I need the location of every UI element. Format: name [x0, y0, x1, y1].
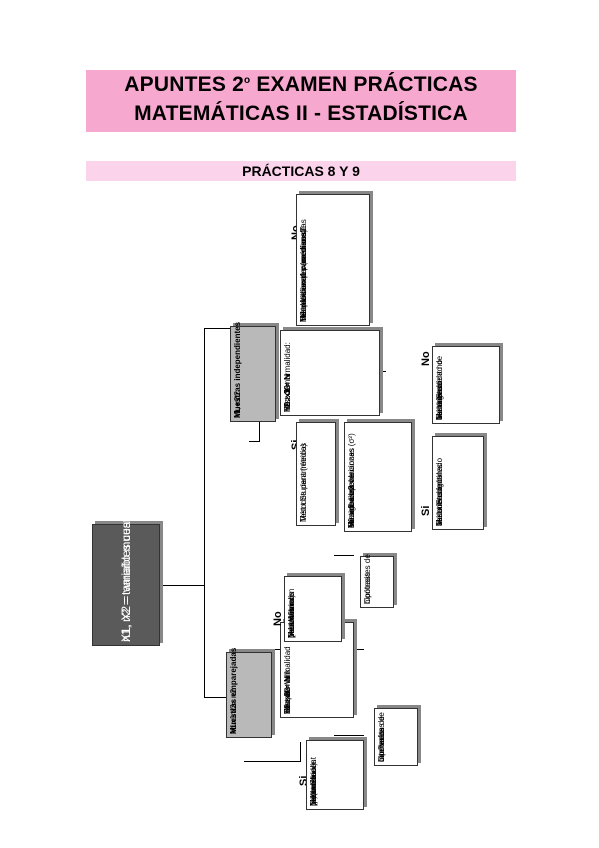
variances-yes-box: Método combinado Test t Student asumiend…	[432, 436, 484, 530]
independent-line-2: n1 + n2	[233, 391, 242, 418]
paired-normality-line: Ha: xd ≠ N	[283, 676, 292, 714]
subtitle-banner: PRÁCTICAS 8 Y 9	[86, 161, 516, 181]
variances-line: Ha: σ1 ≠ σ2	[347, 485, 356, 528]
variances-no-label: No	[420, 351, 432, 366]
independent-samples-box: Muestras independientes x1, x2 n1 + n2	[230, 322, 276, 422]
variances-yes-line: varianzas iguales	[435, 464, 444, 526]
title-line-1: APUNTES 2o EXAMEN PRÁCTICAS	[124, 73, 478, 96]
paired-yes-tools-box: Intervalos de confianza Contrastes de hi…	[374, 708, 418, 766]
title-banner: APUNTES 2o EXAMEN PRÁCTICAS MATEMÁTICAS …	[86, 70, 516, 132]
independent-normality-box: n1 > 30 n2 ≥ 30 Test de normalidad: H0: …	[280, 330, 380, 416]
paired-no-tools-box: Contrastes de hipótesis	[360, 554, 394, 608]
root-variables-box: X1, X2 = variables cuantitativas n1, n2 …	[92, 474, 160, 646]
paired-samples-box: Muestras emparejadas xd x1 x2 nd = n1 = …	[226, 648, 272, 738]
paired-yes-tools-line: hipótesis	[377, 730, 386, 762]
paired-no-tools-line: hipótesis	[363, 572, 372, 604]
independent-no-box: Métodos no paramétricos Test Wilcoxon pa…	[296, 194, 370, 326]
paired-line-2: nd = n1 = n2	[229, 689, 238, 734]
flowchart: X1, X2 = variables cuantitativas n1, n2 …	[84, 182, 522, 826]
paired-yes-line: poblacional)	[309, 762, 318, 806]
variances-yes-label: Si	[420, 505, 432, 516]
variances-box: Miramos las varianzas (σ²) en ambas pobl…	[344, 422, 412, 532]
paired-no-line: poblacional)	[287, 594, 296, 638]
independent-yes-box: Métodos paramétricos Test t Student (med…	[296, 422, 336, 526]
independent-no-line: Ha: mediana1 ≠ mediana 2	[299, 225, 308, 322]
independent-normality-line: Ha: x2 ≠ N	[283, 374, 292, 412]
root-line-2: n1, n2 = tamaño muestral	[119, 505, 133, 642]
paired-yes-box: Métodos paramétricos Test t Student (μ)(…	[306, 740, 364, 810]
flowchart-frame: X1, X2 = variables cuantitativas n1, n2 …	[84, 182, 522, 826]
paired-no-box: Métodos no paramétricos Test Wilcoxon (m…	[284, 576, 342, 642]
variances-no-line: varianzas	[435, 385, 444, 420]
independent-yes-line: Test t Student (media)	[299, 443, 308, 522]
variances-no-box: Método no combinado Test t Student no as…	[432, 346, 500, 424]
paired-no-label: No	[272, 611, 284, 626]
title-line-2: MATEMÁTICAS II - ESTADÍSTICA	[134, 102, 468, 125]
